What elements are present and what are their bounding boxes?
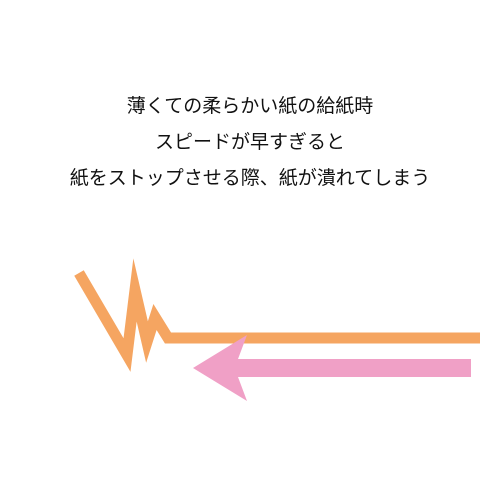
caption-line-1: 薄くての柔らかい紙の給紙時 xyxy=(126,95,374,117)
feed-direction-arrow xyxy=(193,335,471,401)
caption-line-3: 紙をストップさせる際、紙が潰れてしまう xyxy=(69,167,431,189)
caption-line-2: スピードが早すぎると xyxy=(154,131,345,153)
crumpled-paper-line xyxy=(74,258,480,372)
caption: 薄くての柔らかい紙の給紙時 スピードが早すぎると 紙をストップさせる際、紙が潰れ… xyxy=(0,88,500,196)
